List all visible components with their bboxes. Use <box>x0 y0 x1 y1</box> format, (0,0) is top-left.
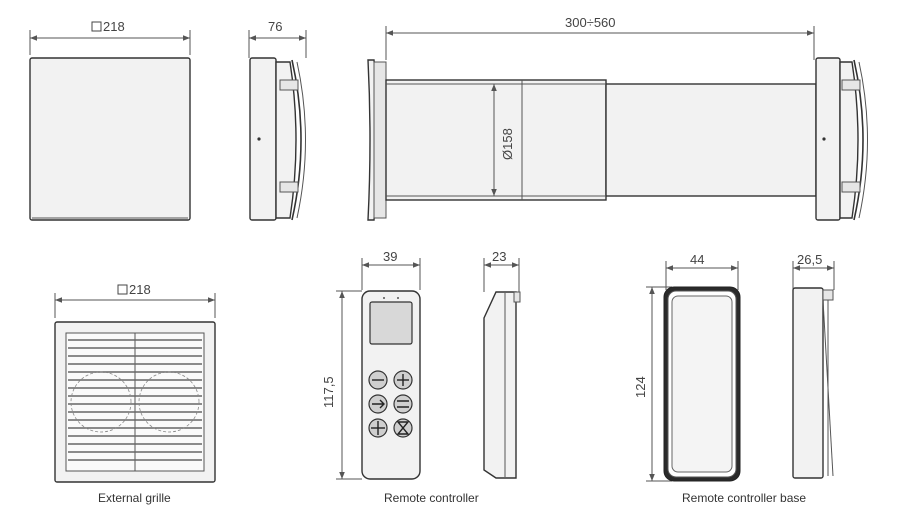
remote-side-view: 23 <box>483 249 521 479</box>
grille-width-label: 218 <box>129 282 151 297</box>
external-grille-view: 218 External grille <box>54 282 216 505</box>
front-panel-width-label: 218 <box>103 19 125 34</box>
base-side-view: 26,5 <box>792 252 835 479</box>
base-height-label: 124 <box>633 376 648 398</box>
front-panel-view: 218 <box>29 19 191 221</box>
remote-base-caption: Remote controller base <box>682 491 806 505</box>
length-range-label: 300÷560 <box>565 15 616 30</box>
remote-depth-label: 23 <box>492 249 506 264</box>
remote-controller-view: 39 117,5 Remote controller <box>321 249 479 505</box>
front-panel-depth-label: 76 <box>268 19 282 34</box>
external-grille-caption: External grille <box>98 491 171 505</box>
base-depth-label: 26,5 <box>797 252 822 267</box>
square-symbol-icon <box>117 284 128 295</box>
remote-width-label: 39 <box>383 249 397 264</box>
side-view: 76 <box>248 19 307 221</box>
pipe-diameter-label: Ø158 <box>500 128 515 160</box>
base-width-label: 44 <box>690 252 704 267</box>
remote-controller-caption: Remote controller <box>384 491 479 505</box>
square-symbol-icon <box>91 21 102 32</box>
wall-unit-assembly: 300÷560 Ø158 <box>367 15 868 221</box>
front-panel <box>29 57 191 221</box>
remote-display <box>369 301 413 345</box>
remote-height-label: 117,5 <box>321 376 336 408</box>
remote-base-view: 44 124 Remote controller base <box>633 252 806 505</box>
